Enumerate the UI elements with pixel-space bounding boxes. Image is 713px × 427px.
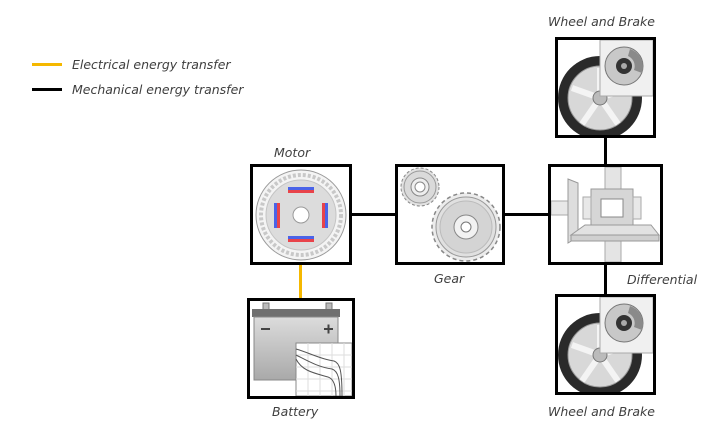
- differential-icon: [551, 167, 660, 262]
- wheel-top-label: Wheel and Brake: [548, 14, 655, 29]
- connection-battery-motor: [299, 264, 302, 300]
- connection-differential-wheel-bottom: [604, 263, 607, 295]
- wheel-top-box: [555, 37, 656, 138]
- legend-item-mechanical: Mechanical energy transfer: [32, 81, 243, 97]
- legend-label: Mechanical energy transfer: [72, 81, 244, 97]
- wheel-brake-icon: [558, 297, 653, 392]
- motor-label: Motor: [274, 145, 311, 160]
- wheel-bottom-label: Wheel and Brake: [548, 404, 655, 419]
- gear-label: Gear: [434, 271, 465, 286]
- motor-box: [250, 164, 352, 265]
- mechanical-line-swatch: [32, 87, 62, 91]
- legend-label: Electrical energy transfer: [72, 56, 231, 72]
- legend-item-electrical: Electrical energy transfer: [32, 56, 231, 72]
- wheel-bottom-box: [555, 294, 656, 395]
- connection-gear-differential: [503, 213, 549, 216]
- connection-motor-gear: [351, 213, 397, 216]
- battery-box: [247, 298, 355, 399]
- battery-icon: [252, 302, 352, 396]
- connection-differential-wheel-top: [604, 136, 607, 166]
- gear-icon: [400, 167, 501, 262]
- electric-motor-icon: [255, 169, 347, 261]
- differential-label: Differential: [627, 272, 698, 287]
- battery-label: Battery: [272, 404, 319, 419]
- differential-box: [548, 164, 663, 265]
- gear-box: [395, 164, 505, 265]
- discharge-chart-inset: [295, 342, 352, 396]
- wheel-brake-icon: [558, 40, 653, 135]
- electrical-line-swatch: [32, 62, 62, 66]
